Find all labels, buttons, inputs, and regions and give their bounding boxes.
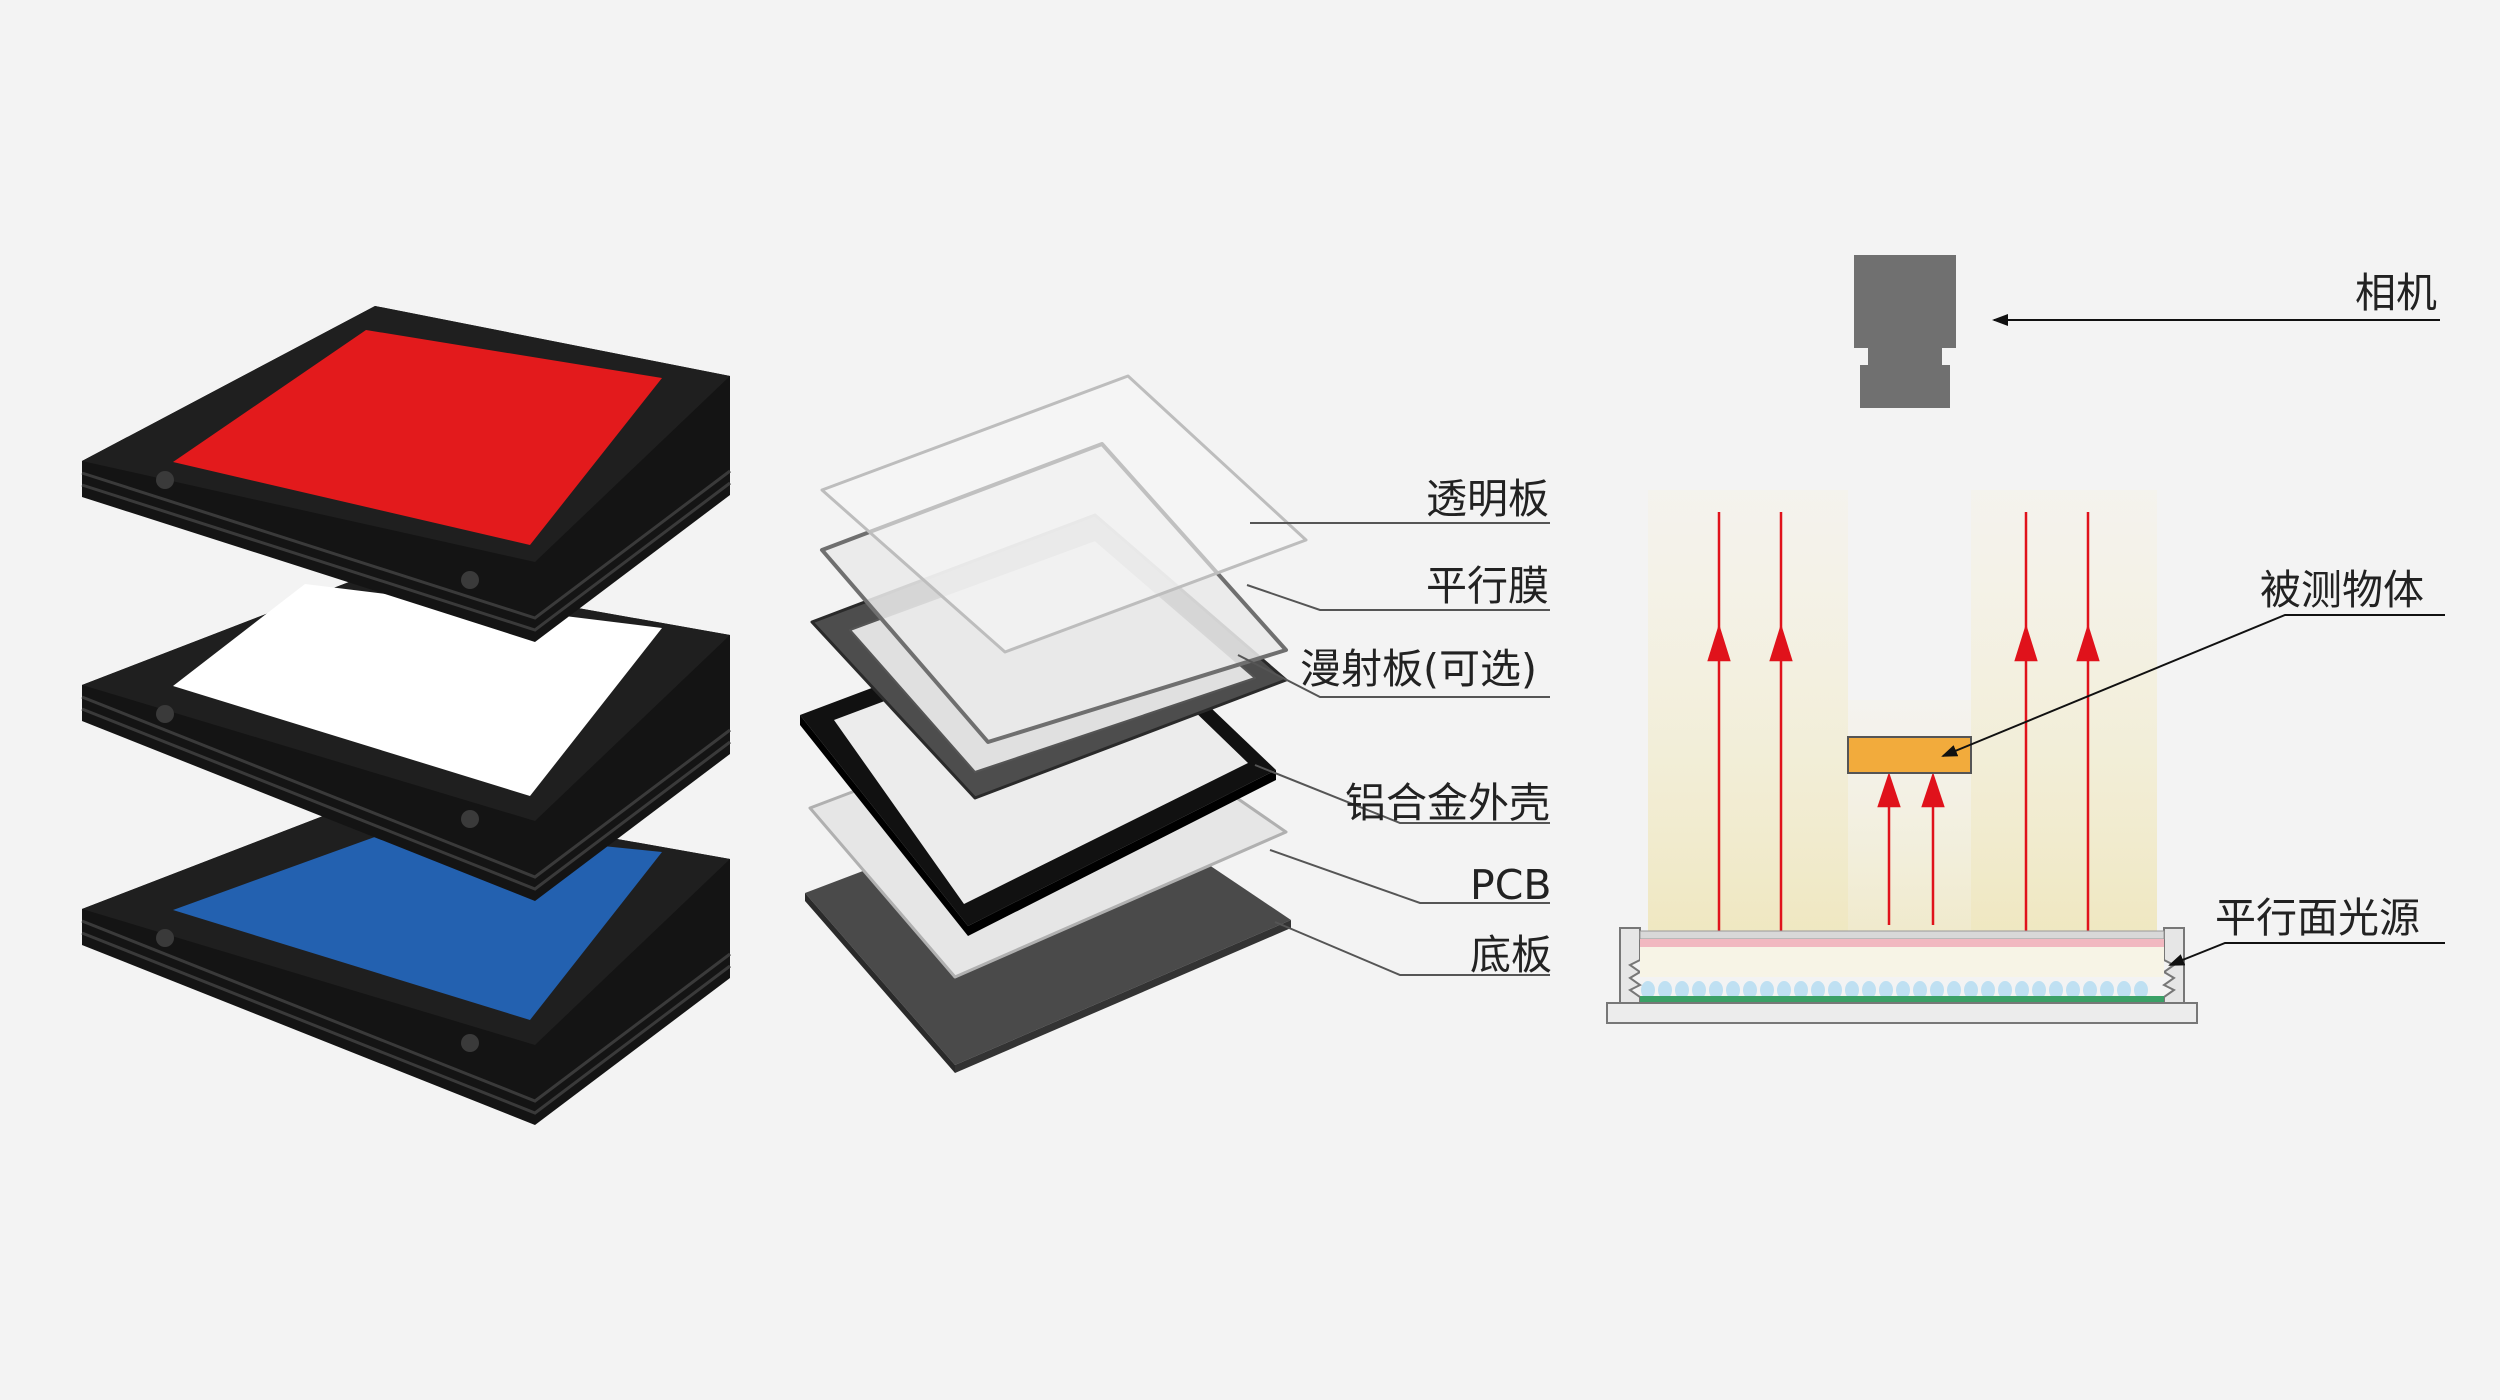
- led-bump: [1658, 981, 1672, 999]
- led-bump: [1692, 981, 1706, 999]
- object-pointer: [1941, 614, 2445, 757]
- led-bump: [1913, 981, 1927, 999]
- principle-diagram: [1606, 255, 2445, 1024]
- led-bump: [1862, 981, 1876, 999]
- led-bump: [1743, 981, 1757, 999]
- label-camera: 相机: [2355, 269, 2437, 317]
- led-bump: [1794, 981, 1808, 999]
- led-bump: [2134, 981, 2148, 999]
- led-bump: [1981, 981, 1995, 999]
- led-bump: [1777, 981, 1791, 999]
- led-bump: [1947, 981, 1961, 999]
- led-bump: [2083, 981, 2097, 999]
- led-bump: [1709, 981, 1723, 999]
- red-light-panel: [81, 306, 731, 642]
- led-bump: [2032, 981, 2046, 999]
- led-bump: [1811, 981, 1825, 999]
- led-bump: [2117, 981, 2131, 999]
- led-bump: [1930, 981, 1944, 999]
- led-bump: [1760, 981, 1774, 999]
- label-pcb: PCB: [1470, 861, 1552, 909]
- led-bump: [1641, 981, 1655, 999]
- led-bump: [2015, 981, 2029, 999]
- camera-icon: [1854, 255, 1956, 408]
- light-column: [1648, 490, 1848, 940]
- light-column: [1971, 490, 2157, 940]
- label-parallel-light-source: 平行面光源: [2215, 894, 2420, 942]
- led-bump: [1964, 981, 1978, 999]
- led-bump: [2100, 981, 2114, 999]
- led-bump: [1726, 981, 1740, 999]
- parallel-light-source: [1606, 927, 2198, 1024]
- led-bump: [1828, 981, 1842, 999]
- label-transparent-plate: 透明板: [1426, 475, 1549, 523]
- label-base-plate: 底板: [1470, 931, 1552, 979]
- led-bump: [2049, 981, 2063, 999]
- led-bump: [1879, 981, 1893, 999]
- label-parallel-film: 平行膜: [1426, 562, 1549, 610]
- led-bump: [2066, 981, 2080, 999]
- led-bump: [1896, 981, 1910, 999]
- transparent-plate-layer: [820, 374, 1308, 654]
- led-bump: [1845, 981, 1859, 999]
- panel-red-face: [173, 330, 662, 545]
- label-aluminum-housing: 铝合金外壳: [1345, 779, 1550, 827]
- layer-leader-lines: [1237, 522, 1550, 976]
- object-under-test: [1847, 736, 1972, 774]
- label-object-under-test: 被测物体: [2260, 566, 2424, 614]
- led-bump: [1675, 981, 1689, 999]
- light-rays: [1707, 512, 2100, 975]
- label-diffuser: 漫射板(可选): [1300, 645, 1537, 693]
- light-source-pointer: [2168, 942, 2445, 966]
- led-bump: [1998, 981, 2012, 999]
